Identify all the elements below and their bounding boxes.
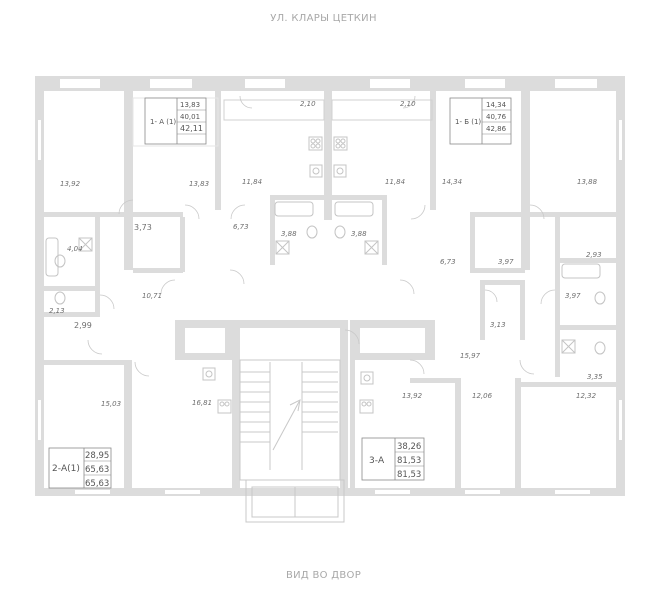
room-area: 3,88 bbox=[351, 230, 367, 238]
apartment-total-area: 40,76 bbox=[486, 113, 507, 121]
apartment-total-area: 40,01 bbox=[180, 113, 200, 121]
apartment-label-2a: 2-А(1) 28,95 65,63 65,63 bbox=[48, 447, 112, 489]
apartment-label-1a: 1- А (1) 13,83 40,01 42,11 bbox=[144, 97, 207, 145]
room-area: 13,83 bbox=[189, 180, 209, 188]
room-area-labels: 13,92 13,83 2,10 11,84 2,10 11,84 14,34 … bbox=[49, 100, 603, 408]
apartment-name: 1- Б (1) bbox=[455, 118, 481, 126]
apartment-name: 3-А bbox=[369, 456, 385, 466]
apartment-living-area: 14,34 bbox=[486, 101, 507, 109]
fixtures bbox=[45, 97, 606, 414]
street-label-bottom: ВИД ВО ДВОР bbox=[285, 570, 362, 581]
room-area: 16,81 bbox=[192, 399, 212, 407]
street-label-top: УЛ. КЛАРЫ ЦЕТКИН bbox=[270, 13, 377, 24]
room-area: 2,13 bbox=[49, 307, 65, 315]
room-area: 15,97 bbox=[460, 352, 481, 360]
room-area: 3,13 bbox=[490, 321, 506, 329]
apartment-total-with-balcony: 42,86 bbox=[486, 125, 507, 133]
walls bbox=[35, 76, 625, 496]
room-area: 2,93 bbox=[586, 251, 602, 259]
apartment-total-with-balcony: 81,53 bbox=[397, 470, 421, 480]
room-area: 10,71 bbox=[142, 292, 162, 300]
apartment-label-1b: 1- Б (1) 14,34 40,76 42,86 bbox=[449, 97, 512, 145]
room-area: 12,32 bbox=[576, 392, 597, 400]
apartment-label-3a: 3-А 38,26 81,53 81,53 bbox=[361, 437, 425, 481]
room-area: 12,06 bbox=[472, 392, 493, 400]
apartment-living-area: 38,26 bbox=[397, 442, 421, 452]
room-area: 3,97 bbox=[565, 292, 581, 300]
room-area: 14,34 bbox=[442, 178, 462, 186]
room-area: 13,92 bbox=[60, 180, 81, 188]
room-area: 6,73 bbox=[440, 258, 456, 266]
room-area: 13,92 bbox=[402, 392, 423, 400]
room-area: 2,99 bbox=[74, 321, 92, 330]
room-area: 13,88 bbox=[577, 178, 598, 186]
stairwell bbox=[239, 359, 345, 523]
apartment-name: 1- А (1) bbox=[150, 118, 176, 126]
room-area: 2,10 bbox=[400, 100, 416, 108]
apartment-living-area: 13,83 bbox=[180, 101, 200, 109]
room-area: 11,84 bbox=[242, 178, 262, 186]
apartment-total-with-balcony: 65,63 bbox=[85, 479, 109, 489]
room-area: 3,73 bbox=[134, 223, 152, 232]
room-area: 3,35 bbox=[587, 373, 603, 381]
room-area: 6,73 bbox=[233, 223, 249, 231]
room-area: 15,03 bbox=[101, 400, 121, 408]
apartment-total-area: 81,53 bbox=[397, 456, 421, 466]
room-area: 2,10 bbox=[300, 100, 316, 108]
apartment-total-area: 65,63 bbox=[85, 465, 109, 475]
room-area: 3,97 bbox=[498, 258, 514, 266]
apartment-total-with-balcony: 42,11 bbox=[180, 124, 203, 133]
apartment-name: 2-А(1) bbox=[52, 464, 80, 474]
room-area: 4,04 bbox=[67, 245, 83, 253]
apartment-living-area: 28,95 bbox=[85, 451, 109, 461]
room-area: 11,84 bbox=[385, 178, 405, 186]
room-area: 3,88 bbox=[281, 230, 297, 238]
doors bbox=[87, 95, 556, 377]
